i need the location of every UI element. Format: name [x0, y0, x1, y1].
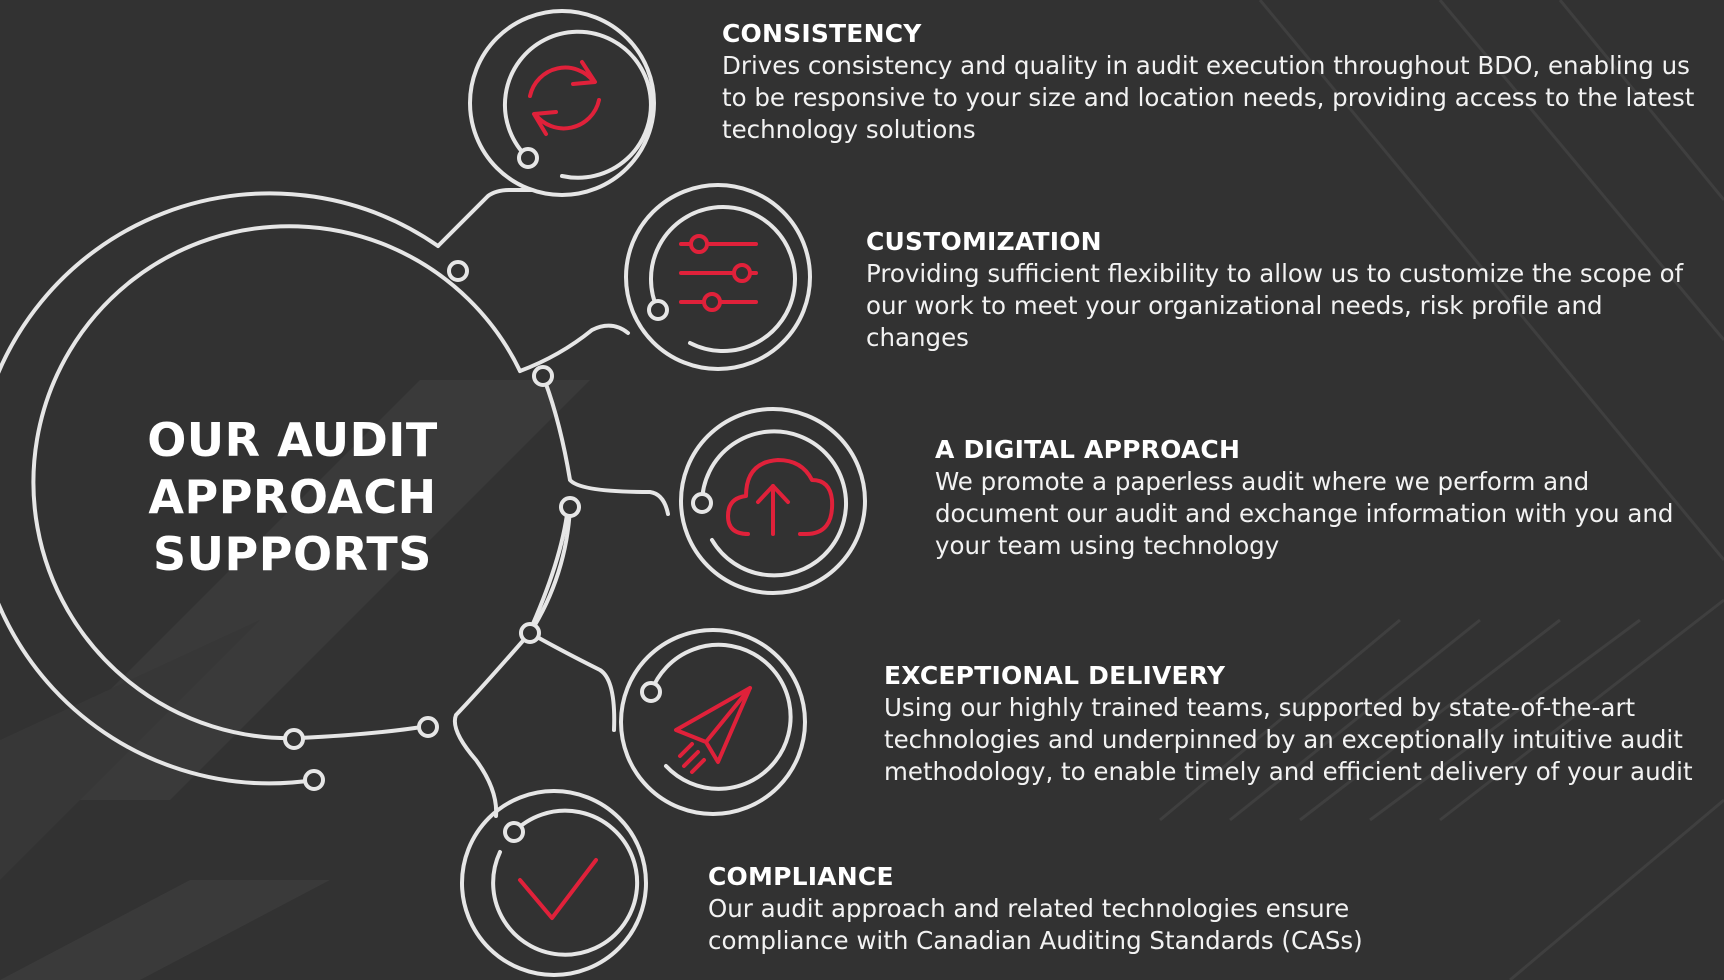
central-title-line: SUPPORTS	[153, 527, 432, 581]
hub-outer-ring	[0, 191, 440, 786]
item-description: Our audit approach and related technolog…	[708, 894, 1363, 955]
item-description: Providing sufficient flexibility to allo…	[866, 259, 1684, 352]
item-exceptional-delivery: EXCEPTIONAL DELIVERY Using our highly tr…	[884, 660, 1700, 788]
connector-consistency	[436, 188, 534, 248]
paper-plane-icon	[674, 686, 752, 774]
compliance-ring	[460, 789, 648, 977]
connector-delivery	[528, 631, 617, 732]
item-customization: CUSTOMIZATION Providing sufficient flexi…	[866, 226, 1706, 354]
hub-inner-ring-lower	[528, 505, 572, 635]
connector-digital	[541, 374, 670, 516]
refresh-icon	[528, 60, 601, 136]
hub-bottom-arc	[298, 724, 430, 740]
item-title: CONSISTENCY	[722, 19, 922, 48]
checkmark-icon	[518, 858, 598, 920]
item-compliance: COMPLIANCE Our audit approach and relate…	[708, 861, 1388, 957]
central-title-line: APPROACH	[148, 470, 437, 524]
hub-inner-ring	[31, 224, 522, 741]
connector-nodes	[283, 147, 713, 843]
item-consistency: CONSISTENCY Drives consistency and quali…	[722, 18, 1702, 146]
digital-ring	[679, 407, 867, 595]
cloud-upload-icon	[726, 458, 835, 536]
connector-customization	[518, 323, 630, 373]
consistency-ring	[468, 9, 656, 197]
item-digital-approach: A DIGITAL APPROACH We promote a paperles…	[935, 434, 1715, 562]
sliders-icon	[679, 234, 758, 312]
item-description: We promote a paperless audit where we pe…	[935, 467, 1674, 560]
item-description: Drives consistency and quality in audit …	[722, 51, 1695, 144]
item-title: A DIGITAL APPROACH	[935, 435, 1241, 464]
item-title: COMPLIANCE	[708, 862, 894, 891]
item-title: CUSTOMIZATION	[866, 227, 1102, 256]
connector-compliance	[453, 505, 570, 818]
central-title: OUR AUDIT APPROACH SUPPORTS	[120, 412, 465, 583]
customization-ring	[624, 183, 812, 371]
delivery-ring	[619, 628, 807, 816]
item-title: EXCEPTIONAL DELIVERY	[884, 661, 1226, 690]
central-title-line: OUR AUDIT	[147, 413, 438, 467]
item-description: Using our highly trained teams, supporte…	[884, 693, 1693, 786]
